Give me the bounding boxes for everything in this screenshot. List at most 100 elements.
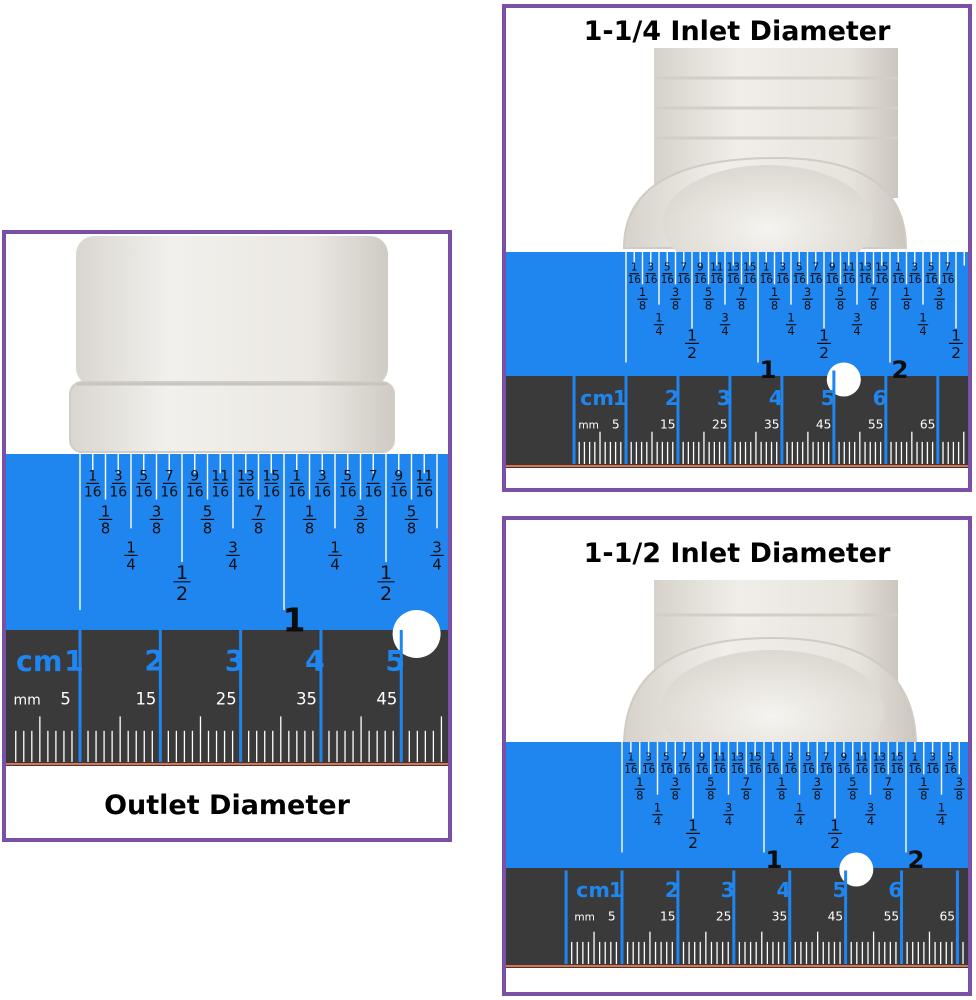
svg-text:16: 16 (941, 274, 955, 286)
svg-text:15: 15 (743, 262, 756, 274)
svg-text:1: 1 (654, 801, 661, 815)
svg-text:4: 4 (919, 324, 926, 338)
svg-text:8: 8 (814, 789, 821, 803)
pipe-fitting (622, 580, 918, 770)
ruler-fraction-label: 38 (812, 775, 823, 803)
svg-text:16: 16 (748, 764, 762, 776)
caption-outlet-diameter: Outlet Diameter (104, 790, 350, 821)
svg-text:16: 16 (855, 764, 869, 776)
svg-text:7: 7 (680, 262, 687, 274)
ruler-mm-number: 15 (660, 418, 676, 432)
svg-text:4: 4 (655, 324, 662, 338)
ruler-cm-number: 2 (665, 878, 679, 902)
svg-text:13: 13 (237, 468, 255, 484)
svg-text:16: 16 (908, 274, 922, 286)
ruler-fraction-label: 38 (670, 775, 681, 803)
svg-text:16: 16 (908, 764, 922, 776)
svg-text:7: 7 (738, 285, 745, 299)
svg-text:4: 4 (796, 814, 803, 828)
svg-text:7: 7 (681, 752, 688, 764)
svg-text:1: 1 (101, 502, 111, 520)
svg-text:8: 8 (804, 299, 811, 313)
svg-text:4: 4 (432, 555, 442, 573)
ruler-fraction-label: 14 (917, 311, 929, 338)
ruler-cm-number: 5 (832, 878, 846, 902)
svg-text:16: 16 (677, 764, 691, 776)
svg-text:7: 7 (944, 262, 951, 274)
ruler-fraction-label: 516 (802, 752, 816, 777)
ruler-fraction-label: 18 (769, 285, 780, 313)
svg-text:16: 16 (766, 764, 780, 776)
ruler-fraction-label: 12 (817, 326, 831, 362)
ruler-fraction-label: 12 (685, 326, 699, 362)
ruler-mm-number: 15 (660, 910, 676, 924)
ruler-fraction-label: 38 (802, 285, 813, 313)
ruler-fraction-label: 116 (84, 468, 102, 500)
svg-text:16: 16 (186, 484, 204, 500)
svg-text:16: 16 (837, 764, 851, 776)
ruler-mm-number: 35 (764, 418, 780, 432)
svg-text:16: 16 (713, 764, 727, 776)
ruler-fraction-label: 516 (661, 262, 675, 287)
svg-text:16: 16 (644, 274, 658, 286)
svg-text:16: 16 (313, 484, 331, 500)
ruler-fraction-label: 916 (837, 752, 851, 777)
svg-text:16: 16 (84, 484, 102, 500)
svg-text:3: 3 (152, 502, 162, 520)
ruler-fraction-label: 316 (926, 752, 940, 777)
svg-text:13: 13 (727, 262, 740, 274)
svg-text:16: 16 (873, 764, 887, 776)
svg-text:3: 3 (647, 262, 654, 274)
ruler-fraction-label: 916 (694, 262, 708, 287)
svg-text:5: 5 (707, 775, 714, 789)
svg-text:16: 16 (160, 484, 178, 500)
svg-text:16: 16 (760, 274, 774, 286)
ruler-fraction-label: 716 (941, 262, 955, 287)
svg-text:1: 1 (771, 285, 778, 299)
ruler-fraction-label: 316 (644, 262, 658, 287)
svg-text:8: 8 (203, 519, 213, 537)
ruler-mm-number: 35 (772, 910, 788, 924)
svg-text:1: 1 (126, 538, 136, 556)
svg-text:3: 3 (228, 538, 238, 556)
ruler-fraction-label: 12 (828, 816, 842, 852)
ruler-fraction-label: 14 (653, 311, 665, 338)
ruler-fraction-label: 116 (766, 752, 780, 777)
ruler-mm-number: 5 (60, 689, 70, 708)
ruler-fraction-label: 18 (901, 285, 912, 313)
ruler-inch-number: 1 (766, 845, 783, 874)
ruler-cm-label: cm (16, 645, 62, 678)
svg-text:3: 3 (853, 311, 860, 325)
ruler-fraction-label: 58 (200, 502, 215, 537)
svg-text:4: 4 (725, 814, 732, 828)
svg-text:5: 5 (663, 752, 670, 764)
ruler-fraction-label: 38 (353, 502, 368, 537)
ruler-fraction-label: 716 (677, 752, 691, 777)
svg-text:1: 1 (787, 311, 794, 325)
svg-text:8: 8 (636, 789, 643, 803)
svg-text:8: 8 (870, 299, 877, 313)
ruler-fraction-label: 116 (760, 262, 774, 287)
svg-text:5: 5 (947, 752, 954, 764)
svg-text:1: 1 (688, 816, 698, 834)
ruler-fraction-label: 916 (186, 468, 204, 500)
svg-text:9: 9 (394, 468, 403, 484)
ruler-fraction-label: 516 (660, 752, 674, 777)
svg-text:7: 7 (254, 502, 264, 520)
ruler-fraction-label: 14 (794, 801, 805, 828)
ruler: 1163165167169161116131615161838587814341… (506, 252, 968, 468)
svg-text:4: 4 (787, 324, 794, 338)
ruler-cm-number: 1 (609, 878, 623, 902)
ruler-fraction-label: 12 (686, 816, 700, 852)
svg-text:8: 8 (920, 789, 927, 803)
svg-text:9: 9 (697, 262, 704, 274)
svg-text:3: 3 (779, 262, 786, 274)
svg-text:3: 3 (867, 801, 874, 815)
